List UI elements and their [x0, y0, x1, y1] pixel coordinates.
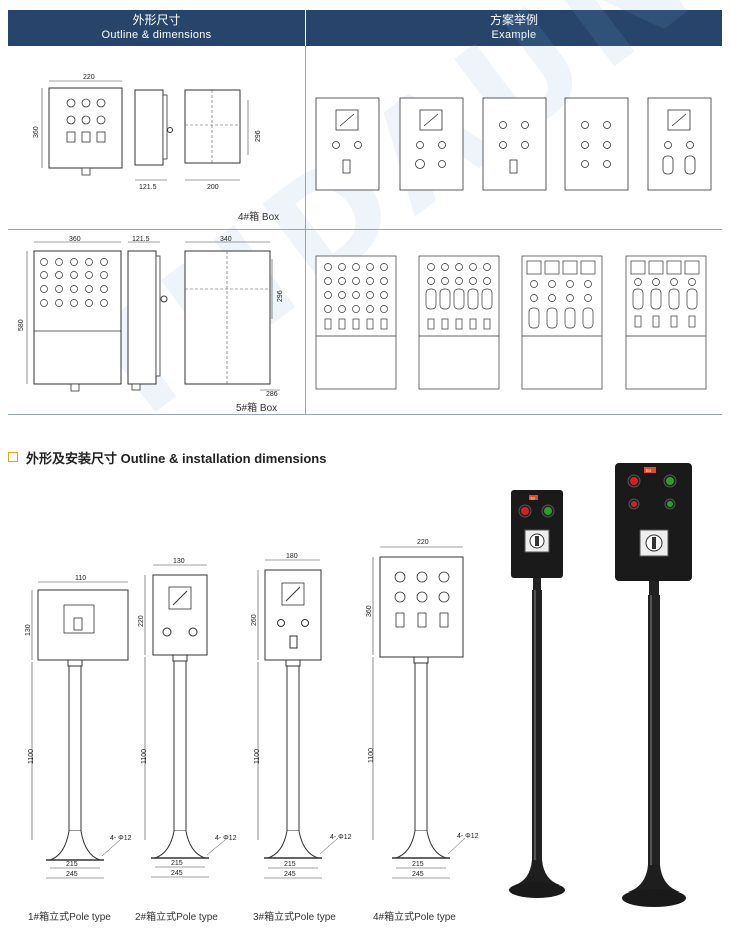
pole1-base-outer-label: 245 [66, 871, 78, 878]
example-box5-3 [521, 255, 603, 390]
box5-depth-label: 121.5 [132, 236, 150, 243]
product-photo-small: Ex [509, 490, 565, 898]
pole4-pole-height-label: 1100 [368, 748, 375, 763]
box4-back-drawing: 296 200 [184, 89, 262, 191]
pole-caption-4: 4#箱立式Pole type [373, 912, 456, 923]
box5-width-label: 360 [69, 236, 81, 243]
box5-back-height-label: 296 [277, 290, 284, 302]
box4-back-width-label: 200 [207, 184, 219, 191]
box4-label: 4#箱 Box [238, 212, 280, 223]
box5-back-depth-label: 286 [266, 391, 278, 398]
box4-depth-label: 121.5 [139, 184, 157, 191]
pole1-width-label: 110 [75, 575, 86, 582]
header-left-en: Outline & dimensions [101, 29, 212, 41]
box4-side-drawing: 121.5 [134, 89, 173, 191]
pole-caption-1: 1#箱立式Pole type [28, 912, 111, 923]
pole1-hole-label: 4- Φ12 [110, 835, 132, 842]
box4-front-drawing: 220 360 [33, 74, 123, 176]
example-box5-1 [315, 255, 397, 390]
pole4-base-inner-label: 215 [412, 861, 424, 868]
pole1-pole-height-label: 1100 [28, 749, 35, 764]
example-box4-1 [315, 97, 380, 191]
box4-width-label: 220 [83, 74, 95, 81]
box5-back-drawing: 340 296 286 [184, 236, 284, 398]
box5-label: 5#箱 Box [236, 403, 278, 414]
section-title: 外形及安装尺寸 Outline & installation dimension… [8, 448, 326, 467]
example-box5-2 [418, 255, 500, 390]
pole3-width-label: 180 [286, 553, 298, 560]
pole-drawing-1: 110 130 1100 4- Φ12 215 245 [25, 575, 132, 879]
header-right-en: Example [491, 29, 537, 41]
box5-back-width-label: 340 [220, 236, 232, 243]
grid-middle-divider [8, 229, 722, 230]
photo-large-ex-label: Ex [646, 468, 652, 473]
grid-bottom-divider [8, 414, 722, 415]
pole2-pole-height-label: 1100 [141, 749, 148, 764]
header-outline-dimensions: 外形尺寸 Outline & dimensions [8, 10, 305, 46]
example-box4-2 [399, 97, 464, 191]
pole4-hole-label: 4- Φ12 [457, 833, 479, 840]
example-box4-3 [482, 97, 547, 191]
pole4-base-outer-label: 245 [412, 871, 424, 878]
example-box5-4 [625, 255, 707, 390]
box4-examples [315, 97, 712, 191]
photo-small-ex-label: Ex [531, 496, 536, 501]
pole2-hole-label: 4- Φ12 [215, 835, 237, 842]
box5-side-drawing: 121.5 [127, 236, 168, 391]
pole2-base-inner-label: 215 [171, 860, 183, 867]
example-box4-4 [564, 97, 629, 191]
example-box4-5 [647, 97, 712, 191]
header-left-cn: 外形尺寸 [132, 13, 181, 27]
pole-caption-2: 2#箱立式Pole type [135, 912, 218, 923]
pole-caption-3: 3#箱立式Pole type [253, 912, 336, 923]
box5-height-label: 580 [18, 319, 25, 331]
header-example: 方案举例 Example [306, 10, 722, 46]
box5-front-drawing: 360 580 [18, 236, 122, 392]
pole3-base-inner-label: 215 [284, 861, 296, 868]
pole3-hole-label: 4- Φ12 [330, 834, 352, 841]
pole1-base-inner-label: 215 [66, 861, 78, 868]
pole2-width-label: 130 [173, 558, 185, 565]
pole3-base-outer-label: 245 [284, 871, 296, 878]
header-right-cn: 方案举例 [489, 13, 538, 27]
pole3-box-height-label: 260 [251, 614, 258, 626]
pole-drawing-3: 180 260 1100 4- Φ12 215 245 [251, 553, 352, 879]
pole-drawing-2: 130 220 1100 4- Φ12 215 245 [138, 558, 237, 878]
product-photo-large: Ex [615, 463, 692, 907]
pole-drawing-4: 220 360 1100 4- Φ12 215 245 [366, 539, 479, 879]
box5-examples [315, 255, 707, 390]
bullet-square-icon [8, 452, 18, 462]
pole4-width-label: 220 [417, 539, 429, 546]
pole3-pole-height-label: 1100 [254, 749, 261, 764]
box4-back-height-label: 296 [255, 130, 262, 142]
pole4-box-height-label: 360 [366, 605, 373, 617]
pole2-box-height-label: 220 [138, 615, 145, 627]
pole2-base-outer-label: 245 [171, 870, 183, 877]
box4-height-label: 360 [33, 126, 40, 138]
grid-vertical-divider [305, 46, 306, 414]
pole1-box-height-label: 130 [25, 624, 32, 636]
